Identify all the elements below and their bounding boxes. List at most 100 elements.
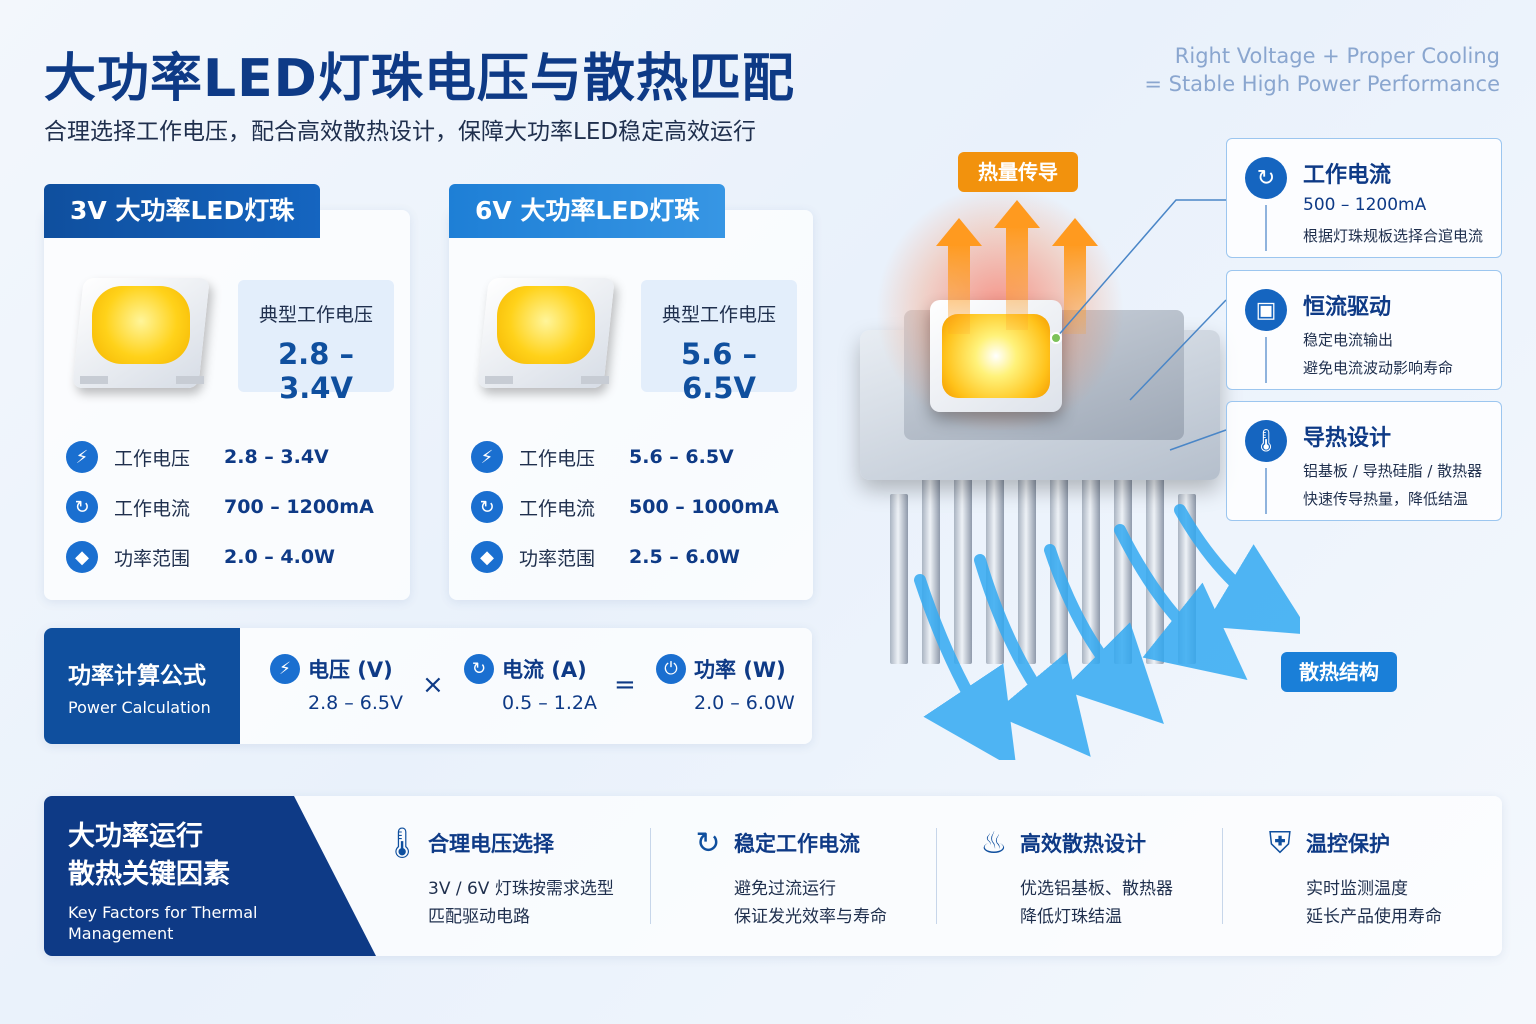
current-icon: ↻: [471, 491, 503, 523]
key-factors-header: 大功率运行 散热关键因素 Key Factors for Thermal Man…: [44, 796, 376, 956]
spec-row-power: ◆ 功率范围 2.5 – 6.0W: [471, 540, 740, 574]
spec-row-power: ◆ 功率范围 2.0 – 4.0W: [66, 540, 335, 574]
key-factors-bar: 大功率运行 散热关键因素 Key Factors for Thermal Man…: [44, 796, 1502, 956]
lightning-icon: ⚡: [270, 654, 300, 684]
factor-desc: 优选铝基板、散热器: [1020, 879, 1173, 899]
spec-value: 500 – 1000mA: [629, 496, 779, 518]
formula-term-power: ⏻ 功率 (W) 2.0 – 6.0W: [656, 654, 795, 714]
formula-term-name: 功率 (W): [694, 658, 786, 682]
key-factors-subtitle: Key Factors for Thermal Management: [68, 903, 258, 943]
factor-desc: 3V / 6V 灯珠按需求选型: [428, 879, 614, 899]
spec-row-current: ↻ 工作电流 500 – 1000mA: [471, 490, 779, 524]
formula-term-voltage: ⚡ 电压 (V) 2.8 – 6.5V: [270, 654, 403, 714]
formula-term-name: 电流 (A): [502, 658, 587, 682]
power-icon: ⏻: [656, 654, 686, 684]
formula-header: 功率计算公式 Power Calculation: [44, 628, 240, 744]
typical-voltage-value: 5.6 – 6.5V: [681, 337, 757, 405]
power-icon: ◆: [471, 541, 503, 573]
stable-current-icon: ↻: [695, 826, 721, 861]
heat-arrow-icon: [994, 200, 1040, 330]
factor-desc: 避免过流运行: [734, 879, 836, 899]
lightning-icon: ⚡: [471, 441, 503, 473]
tagline-line-1: Right Voltage + Proper Cooling: [1174, 44, 1500, 68]
current-icon: ↻: [464, 654, 494, 684]
callout-title: 工作电流: [1303, 163, 1392, 188]
spec-value: 5.6 – 6.5V: [629, 446, 734, 468]
spec-row-current: ↻ 工作电流 700 – 1200mA: [66, 490, 374, 524]
spec-label: 工作电流: [519, 497, 596, 520]
power-formula: 功率计算公式 Power Calculation ⚡ 电压 (V) 2.8 – …: [44, 628, 812, 744]
spec-label: 功率范围: [519, 547, 596, 570]
callout-desc: 稳定电流输出: [1303, 331, 1394, 349]
callout-desc: 避免电流波动影响寿命: [1303, 359, 1454, 377]
spec-value: 2.0 – 4.0W: [224, 546, 336, 568]
key-factors-title-1: 大功率运行: [68, 821, 203, 852]
chip-icon: ▣: [1245, 289, 1287, 331]
heatsink-illustration: [830, 140, 1300, 784]
formula-term-range: 2.8 – 6.5V: [308, 692, 404, 714]
lightning-icon: ⚡: [66, 441, 98, 473]
callout-desc: 铝基板 / 导热硅脂 / 散热器: [1303, 462, 1483, 480]
shield-icon: ⛨: [1268, 826, 1292, 861]
typical-voltage-box: 典型工作电压 5.6 – 6.5V: [641, 280, 797, 405]
spec-label: 工作电流: [114, 497, 191, 520]
page-subtitle: 合理选择工作电压，配合高效散热设计，保障大功率LED稳定高效运行: [44, 119, 757, 145]
callout-thermal-design: 🌡 导热设计 铝基板 / 导热硅脂 / 散热器 快速传导热量，降低结温: [1226, 401, 1502, 521]
power-icon: ◆: [66, 541, 98, 573]
heat-arrow-icon: [1052, 218, 1098, 334]
heat-waves-icon: ♨: [980, 826, 1008, 861]
callout-desc: 根据灯珠规板选择合逭电流: [1303, 227, 1484, 245]
typical-voltage-label: 典型工作电压: [661, 304, 776, 326]
equals-sign: =: [614, 670, 636, 700]
heat-transfer-label: 热量传导: [958, 152, 1078, 192]
spec-value: 700 – 1200mA: [224, 496, 374, 518]
tagline: Right Voltage + Proper Cooling = Stable …: [1144, 42, 1500, 98]
typical-voltage-value: 2.8 – 3.4V: [278, 337, 354, 405]
key-factors-title-2: 散热关键因素: [68, 859, 230, 890]
thermometer-icon: 🌡: [1245, 420, 1287, 462]
formula-term-range: 2.0 – 6.0W: [694, 692, 795, 714]
callout-title: 导热设计: [1303, 426, 1392, 451]
callout-connectors: [1050, 199, 1227, 451]
factor-desc: 实时监测温度: [1306, 879, 1408, 899]
factor-desc: 降低灯珠结温: [1020, 907, 1122, 927]
factor-desc: 延长产品使用寿命: [1306, 907, 1442, 927]
formula-title: 功率计算公式: [68, 663, 206, 689]
spec-row-voltage: ⚡ 工作电压 2.8 – 3.4V: [66, 440, 329, 474]
factor-title: 合理电压选择: [428, 832, 554, 856]
factor-title: 稳定工作电流: [734, 832, 860, 856]
factor-title: 高效散热设计: [1020, 832, 1146, 856]
formula-term-name: 电压 (V): [308, 658, 393, 682]
card-3v-title: 3V 大功率LED灯珠: [44, 184, 321, 238]
cooling-airflow-icon: [914, 504, 1300, 760]
callout-title: 恒流驱动: [1303, 295, 1392, 320]
formula-subtitle: Power Calculation: [68, 698, 211, 717]
factor-desc: 保证发光效率与寿命: [734, 907, 887, 927]
heat-arrow-icon: [936, 218, 982, 334]
multiply-sign: ×: [422, 670, 444, 700]
card-3v: 3V 大功率LED灯珠 典型工作电压 2.8 – 3.4V ⚡ 工作电压 2.8…: [44, 184, 410, 600]
spec-row-voltage: ⚡ 工作电压 5.6 – 6.5V: [471, 440, 734, 474]
callout-value: 500 – 1200mA: [1303, 195, 1427, 215]
spec-value: 2.5 – 6.0W: [629, 546, 741, 568]
typical-voltage-box: 典型工作电压 2.8 – 3.4V: [238, 280, 394, 405]
tagline-line-2: = Stable High Power Performance: [1144, 72, 1500, 96]
current-icon: ↻: [66, 491, 98, 523]
cooling-structure-label: 散热结构: [1281, 652, 1397, 692]
callout-desc: 快速传导热量，降低结温: [1303, 490, 1469, 508]
formula-term-current: ↻ 电流 (A) 0.5 – 1.2A: [464, 654, 597, 714]
page-title: 大功率LED灯珠电压与散热匹配: [44, 49, 795, 109]
formula-term-range: 0.5 – 1.2A: [502, 692, 598, 714]
spec-label: 工作电压: [114, 447, 191, 470]
callout-current: ↻ 工作电流 500 – 1200mA 根据灯珠规板选择合逭电流: [1226, 138, 1502, 258]
spec-value: 2.8 – 3.4V: [224, 446, 329, 468]
callout-constant-current: ▣ 恒流驱动 稳定电流输出 避免电流波动影响寿命: [1226, 270, 1502, 390]
factor-desc: 匹配驱动电路: [428, 907, 530, 927]
current-icon: ↻: [1245, 157, 1287, 199]
typical-voltage-label: 典型工作电压: [258, 304, 373, 326]
factor-title: 温控保护: [1306, 832, 1390, 856]
card-6v-title: 6V 大功率LED灯珠: [449, 184, 726, 238]
card-6v: 6V 大功率LED灯珠 典型工作电压 5.6 – 6.5V ⚡ 工作电压 5.6…: [449, 184, 813, 600]
led-chip-icon: [463, 258, 629, 408]
led-chip-icon: [58, 258, 224, 408]
